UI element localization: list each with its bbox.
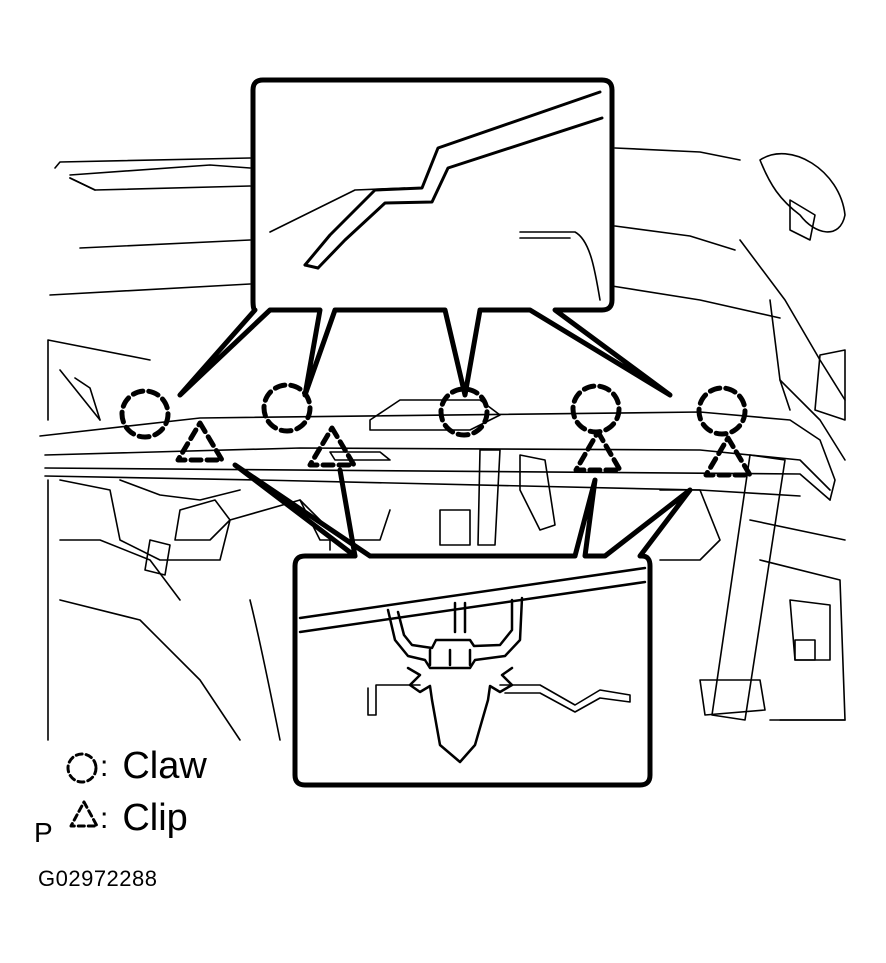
bottom-detail-callout <box>232 462 693 788</box>
claw-legend-colon: : <box>100 749 109 783</box>
claw-marker <box>438 386 490 438</box>
bottom-detail-interior <box>298 566 647 764</box>
clip-legend: : Clip <box>100 797 188 840</box>
clip-marker <box>175 420 225 463</box>
claw-marker <box>119 388 171 440</box>
claw-legend-icon <box>66 752 98 784</box>
claw-legend-label: Claw <box>122 745 207 787</box>
clip-markers <box>175 420 753 478</box>
top-detail-callout <box>177 77 673 398</box>
clip-marker <box>573 429 623 473</box>
legend-symbols <box>66 752 99 828</box>
clip-marker <box>703 435 753 478</box>
page-marker: P <box>34 817 53 848</box>
claw-marker <box>570 383 622 435</box>
top-detail-interior <box>269 90 604 301</box>
clip-legend-label: Clip <box>122 797 188 839</box>
clip-legend-icon <box>69 800 99 828</box>
claw-marker <box>261 382 313 434</box>
figure-id: G02972288 <box>38 866 158 891</box>
clip-marker <box>307 425 357 468</box>
background-vehicle-lines <box>39 147 846 741</box>
claw-legend: : Claw <box>100 745 207 788</box>
claw-marker <box>696 385 748 437</box>
clip-legend-colon: : <box>100 801 109 835</box>
